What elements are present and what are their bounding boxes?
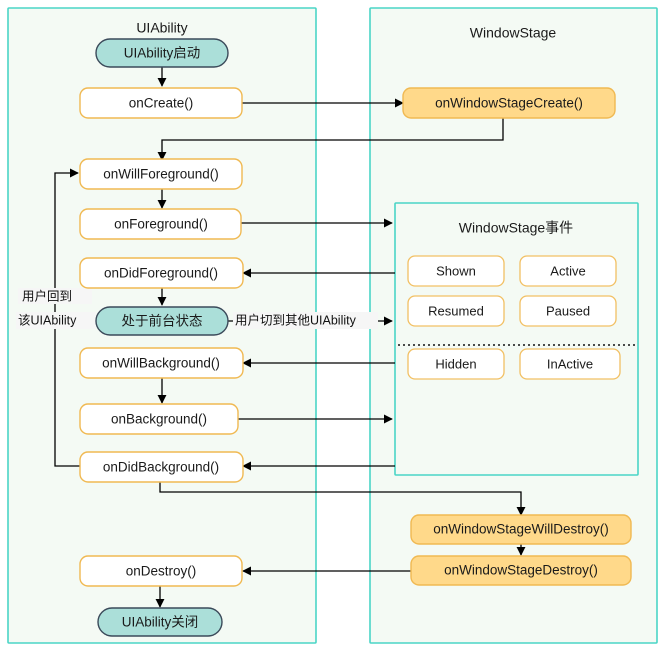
event-chip-paused[interactable]: Paused bbox=[519, 295, 617, 327]
event-chip-shown[interactable]: Shown bbox=[407, 255, 505, 287]
node-oncreate[interactable]: onCreate() bbox=[79, 87, 243, 119]
event-chip-resumed-rect bbox=[407, 295, 505, 327]
node-onforeground-label: onForeground() bbox=[114, 217, 208, 232]
node-onwindowstagecreate-rect bbox=[402, 87, 616, 119]
node-foreground-state-label: 处于前台状态 bbox=[122, 313, 203, 329]
node-ondidbackground-rect bbox=[79, 451, 244, 483]
node-onwindowstagewilldestroy-label: onWindowStageWillDestroy() bbox=[433, 522, 609, 537]
event-chip-active-rect bbox=[519, 255, 617, 287]
windowstage-events-title: WindowStage事件 bbox=[459, 220, 573, 236]
edge-label-switch-away: 用户切到其他UIAbility bbox=[233, 312, 378, 329]
event-chip-inactive[interactable]: InActive bbox=[519, 348, 621, 380]
node-onwillbackground-label: onWillBackground() bbox=[102, 356, 220, 371]
node-ondidbackground-label: onDidBackground() bbox=[103, 460, 219, 475]
edge-label-switch-bg bbox=[233, 312, 378, 329]
windowstage-container-title: WindowStage bbox=[470, 25, 557, 41]
node-onwindowstagewilldestroy[interactable]: onWindowStageWillDestroy() bbox=[410, 514, 632, 545]
event-chip-hidden-rect bbox=[407, 348, 505, 380]
node-ondidforeground[interactable]: onDidForeground() bbox=[79, 257, 244, 289]
event-chip-inactive-rect bbox=[519, 348, 621, 380]
node-ondidbackground[interactable]: onDidBackground() bbox=[79, 451, 244, 483]
node-oncreate-label: onCreate() bbox=[129, 96, 194, 111]
node-uiability-close-label: UIAbility关闭 bbox=[122, 615, 199, 630]
node-onwindowstagecreate-label: onWindowStageCreate() bbox=[435, 96, 583, 111]
event-chip-hidden-label: Hidden bbox=[435, 356, 476, 371]
node-onwillbackground-rect bbox=[79, 347, 244, 379]
event-chip-inactive-label: InActive bbox=[547, 356, 593, 371]
node-ondestroy[interactable]: onDestroy() bbox=[79, 555, 243, 587]
node-onwindowstagedestroy-rect bbox=[410, 555, 632, 586]
edge-label-return-bg-2 bbox=[16, 312, 96, 329]
node-ondestroy-label: onDestroy() bbox=[126, 564, 197, 579]
edge-label-return-line1: 用户回到 bbox=[22, 288, 72, 303]
node-onforeground[interactable]: onForeground() bbox=[79, 208, 242, 240]
node-uiability-start-label: UIAbility启动 bbox=[124, 46, 201, 61]
container-windowstage-events: WindowStage事件 bbox=[394, 202, 639, 476]
node-onwindowstagecreate[interactable]: onWindowStageCreate() bbox=[402, 87, 616, 119]
node-onwillbackground[interactable]: onWillBackground() bbox=[79, 347, 244, 379]
node-onforeground-rect bbox=[79, 208, 242, 240]
node-onbackground-rect bbox=[79, 403, 239, 435]
event-chip-resumed[interactable]: Resumed bbox=[407, 295, 505, 327]
node-uiability-start[interactable]: UIAbility启动 bbox=[95, 38, 229, 68]
event-chip-resumed-label: Resumed bbox=[428, 303, 484, 318]
node-onwillforeground-label: onWillForeground() bbox=[103, 167, 219, 182]
event-chip-paused-rect bbox=[519, 295, 617, 327]
edge-ondidbackground-to-onwindowstagewilldestroy bbox=[159, 482, 526, 516]
event-chip-active-label: Active bbox=[550, 263, 585, 278]
node-onbackground-label: onBackground() bbox=[111, 412, 207, 427]
event-chip-paused-label: Paused bbox=[546, 303, 590, 318]
edge-label-switch-text: 用户切到其他UIAbility bbox=[235, 312, 357, 327]
node-ondestroy-rect bbox=[79, 555, 243, 587]
uiability-container-title: UIAbility bbox=[136, 20, 187, 36]
event-chip-shown-rect bbox=[407, 255, 505, 287]
edge-onwindowstagecreate-to-onwillforeground bbox=[157, 118, 504, 161]
windowstage-events-container-rect bbox=[394, 202, 639, 476]
node-oncreate-rect bbox=[79, 87, 243, 119]
event-chip-hidden[interactable]: Hidden bbox=[407, 348, 505, 380]
edge-label-return-bg-1 bbox=[18, 288, 92, 304]
edge-label-return-line2: 该UIAbility bbox=[18, 313, 77, 327]
node-uiability-start-rect bbox=[95, 38, 229, 68]
node-uiability-close[interactable]: UIAbility关闭 bbox=[97, 607, 223, 637]
node-foreground-state-rect bbox=[95, 306, 229, 336]
node-onwindowstagewilldestroy-rect bbox=[410, 514, 632, 545]
node-onwillforeground[interactable]: onWillForeground() bbox=[79, 158, 243, 190]
node-onwindowstagedestroy[interactable]: onWindowStageDestroy() bbox=[410, 555, 632, 586]
edge-label-return-to-uiability: 用户回到 该UIAbility bbox=[16, 288, 96, 329]
event-chip-shown-label: Shown bbox=[436, 263, 476, 278]
node-ondidforeground-rect bbox=[79, 257, 244, 289]
node-ondidforeground-label: onDidForeground() bbox=[104, 266, 218, 281]
event-chip-active[interactable]: Active bbox=[519, 255, 617, 287]
node-uiability-close-rect bbox=[97, 607, 223, 637]
node-foreground-state[interactable]: 处于前台状态 bbox=[95, 306, 229, 336]
node-onbackground[interactable]: onBackground() bbox=[79, 403, 239, 435]
node-onwillforeground-rect bbox=[79, 158, 243, 190]
node-onwindowstagedestroy-label: onWindowStageDestroy() bbox=[444, 563, 598, 578]
